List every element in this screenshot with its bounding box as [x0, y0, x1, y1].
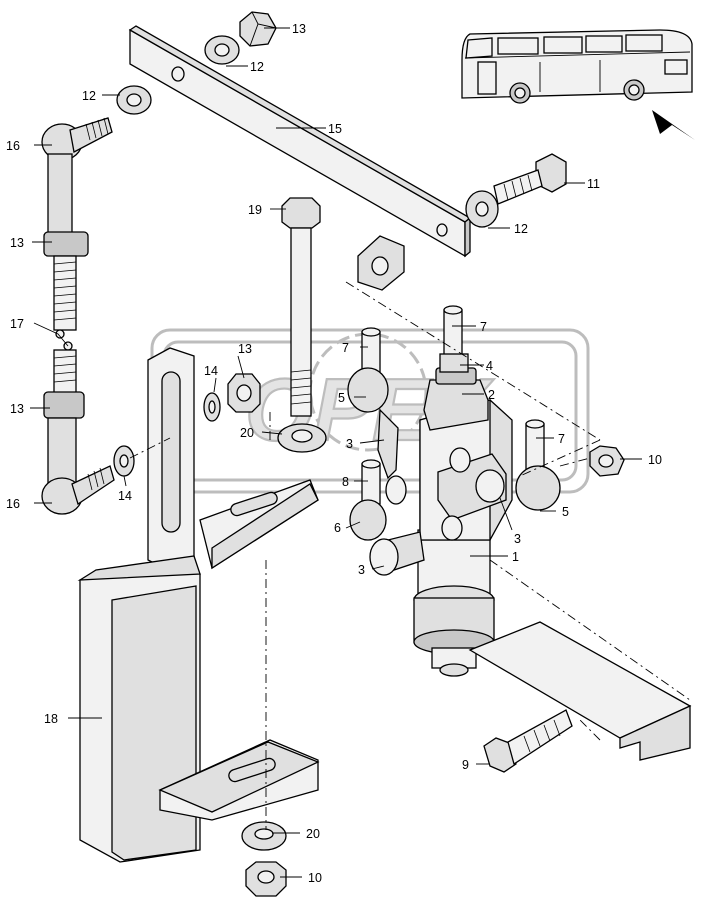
bolt-19 [281, 197, 321, 417]
washer-20-bottom [241, 821, 287, 851]
callout-3-right: 3 [514, 532, 521, 546]
callout-3-lower: 3 [358, 563, 365, 577]
washer-20-top [277, 423, 327, 453]
lock-washer-lower [113, 445, 135, 477]
fitting-top [439, 305, 469, 373]
fitting-7-right [515, 419, 561, 511]
callout-13-rod-upper: 13 [10, 236, 24, 250]
callout-13-rod-lower: 13 [10, 402, 24, 416]
callout-7-left: 7 [342, 341, 349, 355]
callout-14-lower: 14 [118, 489, 132, 503]
fitting-nut [357, 235, 405, 291]
callout-12-right: 12 [514, 222, 528, 236]
callout-10-right: 10 [648, 453, 662, 467]
nut-10-bottom [245, 861, 287, 897]
callout-13-mid: 13 [238, 342, 252, 356]
callout-12-top: 12 [250, 60, 264, 74]
fitting-7-left [347, 327, 389, 413]
callout-2: 2 [488, 388, 495, 402]
callout-11: 11 [587, 177, 600, 191]
callout-7-top: 7 [480, 320, 487, 334]
callout-8: 8 [342, 475, 349, 489]
assembly-lines [129, 281, 691, 830]
callout-15: 15 [328, 122, 342, 136]
valve-body [369, 367, 513, 677]
frame-member [468, 621, 692, 761]
callout-17: 17 [10, 317, 24, 331]
callout-3-upper: 3 [346, 437, 353, 451]
leader-lines [30, 27, 642, 878]
callout-5-right: 5 [562, 505, 569, 519]
nut-top [239, 11, 277, 47]
callout-10-bottom: 10 [308, 871, 322, 885]
callout-7-right: 7 [558, 432, 565, 446]
fitting-8 [349, 459, 387, 541]
callout-1: 1 [512, 550, 519, 564]
callout-5-left: 5 [338, 391, 345, 405]
callout-20-top: 20 [240, 426, 254, 440]
nut-10-right [589, 445, 625, 477]
callout-4: 4 [486, 359, 493, 373]
callout-12-left: 12 [82, 89, 96, 103]
bolt-9 [483, 709, 573, 773]
washer-left [116, 85, 152, 115]
direction-arrow-icon [652, 110, 695, 140]
callout-13-top: 13 [292, 22, 306, 36]
lock-washer-upper [203, 392, 221, 422]
callout-labels: 13 12 12 16 15 11 12 19 13 7 17 7 4 13 1… [6, 22, 662, 885]
callout-14-upper: 14 [204, 364, 218, 378]
washer-top [204, 35, 240, 65]
callout-16-top: 16 [6, 139, 20, 153]
callout-9: 9 [462, 758, 469, 772]
bolt-right [493, 153, 567, 205]
callout-16-bottom: 16 [6, 497, 20, 511]
nut-13-mid [227, 373, 261, 413]
bracket [77, 347, 320, 863]
bus-icon [461, 29, 695, 140]
callout-20-bottom: 20 [306, 827, 320, 841]
callout-19: 19 [248, 203, 262, 217]
callout-18: 18 [44, 712, 58, 726]
washer-right [465, 190, 499, 228]
link-rod [41, 117, 115, 515]
clip-3 [377, 408, 399, 480]
callout-6: 6 [334, 521, 341, 535]
